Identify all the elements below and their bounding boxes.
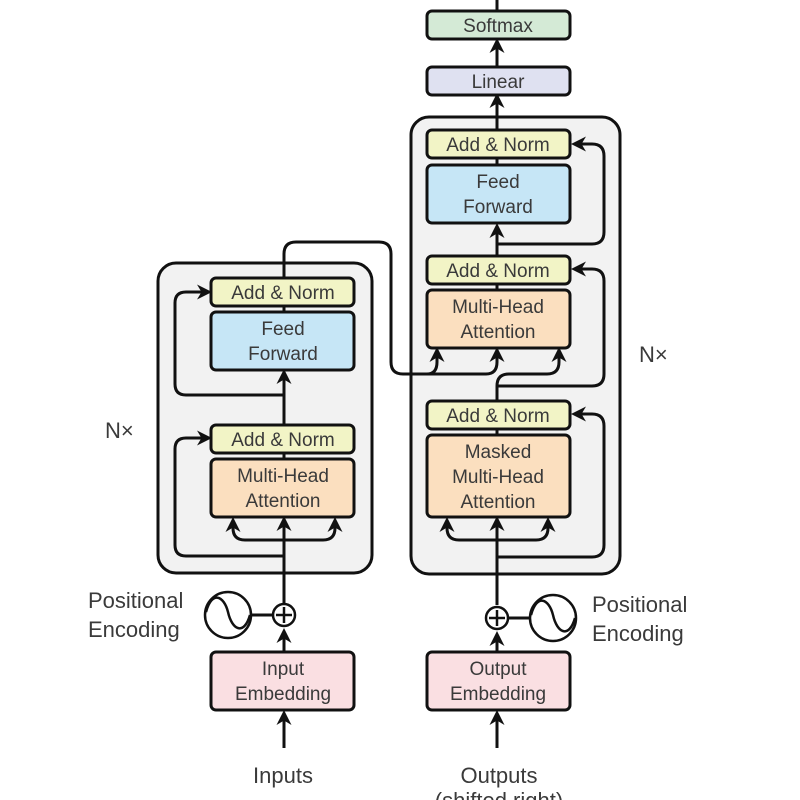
encoder-positional-label-line2: Encoding <box>88 617 180 642</box>
attention-label-line1: Multi-Head <box>237 466 329 487</box>
encoder-add-norm-bottom: Add & Norm <box>209 423 356 455</box>
encoder-repeat-label: N× <box>105 418 134 443</box>
decoder-cross-attention: Multi-Head Attention <box>425 288 572 350</box>
linear-label: Linear <box>472 72 525 93</box>
embedding-label-line1: Input <box>262 659 305 680</box>
add-norm-label: Add & Norm <box>231 430 334 451</box>
softmax-label: Softmax <box>463 16 533 37</box>
output-embedding: Output Embedding <box>425 650 572 712</box>
feed-forward-label-line2: Forward <box>248 344 318 365</box>
embedding-label-line2: Embedding <box>235 684 331 705</box>
input-embedding: Input Embedding <box>209 650 356 712</box>
decoder-positional-label-line1: Positional <box>592 592 687 617</box>
add-norm-label: Add & Norm <box>446 261 549 282</box>
add-norm-label: Add & Norm <box>446 406 549 427</box>
feed-forward-label-line2: Forward <box>463 197 533 218</box>
decoder-masked-attention: Masked Multi-Head Attention <box>425 433 572 519</box>
masked-attention-label-line1: Masked <box>465 442 532 463</box>
linear-block: Linear <box>425 65 572 97</box>
connectors <box>173 0 606 748</box>
encoder-positional-label-line1: Positional <box>88 588 183 613</box>
encoder-feed-forward: Feed Forward <box>209 310 356 372</box>
embedding-label-line1: Output <box>469 659 527 680</box>
softmax-block: Softmax <box>425 9 572 41</box>
masked-attention-label-line3: Attention <box>461 492 536 513</box>
inputs-label: Inputs <box>253 763 313 788</box>
attention-label-line2: Attention <box>246 491 321 512</box>
encoder-add-norm-top: Add & Norm <box>209 276 356 308</box>
outputs-sublabel: (shifted right) <box>435 788 563 800</box>
decoder-add-norm-bottom: Add & Norm <box>425 399 572 431</box>
decoder-positional-encoding-icon <box>528 593 578 643</box>
embedding-label-line2: Embedding <box>450 684 546 705</box>
attention-label-line2: Attention <box>461 322 536 343</box>
encoder-positional-encoding-icon <box>203 590 253 640</box>
decoder-add-norm-middle: Add & Norm <box>425 254 572 286</box>
feed-forward-label-line1: Feed <box>261 319 304 340</box>
masked-attention-label-line2: Multi-Head <box>452 467 544 488</box>
encoder-add-icon <box>271 602 297 628</box>
decoder-positional-label-line2: Encoding <box>592 621 684 646</box>
decoder-repeat-label: N× <box>639 342 668 367</box>
attention-label-line1: Multi-Head <box>452 297 544 318</box>
add-norm-label: Add & Norm <box>446 135 549 156</box>
decoder-add-norm-top: Add & Norm <box>425 128 572 160</box>
add-norm-label: Add & Norm <box>231 283 334 304</box>
decoder-feed-forward: Feed Forward <box>425 163 572 225</box>
feed-forward-label-line1: Feed <box>476 172 519 193</box>
decoder-add-icon <box>484 605 510 631</box>
outputs-label: Outputs <box>460 763 537 788</box>
encoder-stack <box>156 261 374 575</box>
encoder-attention: Multi-Head Attention <box>209 457 356 519</box>
